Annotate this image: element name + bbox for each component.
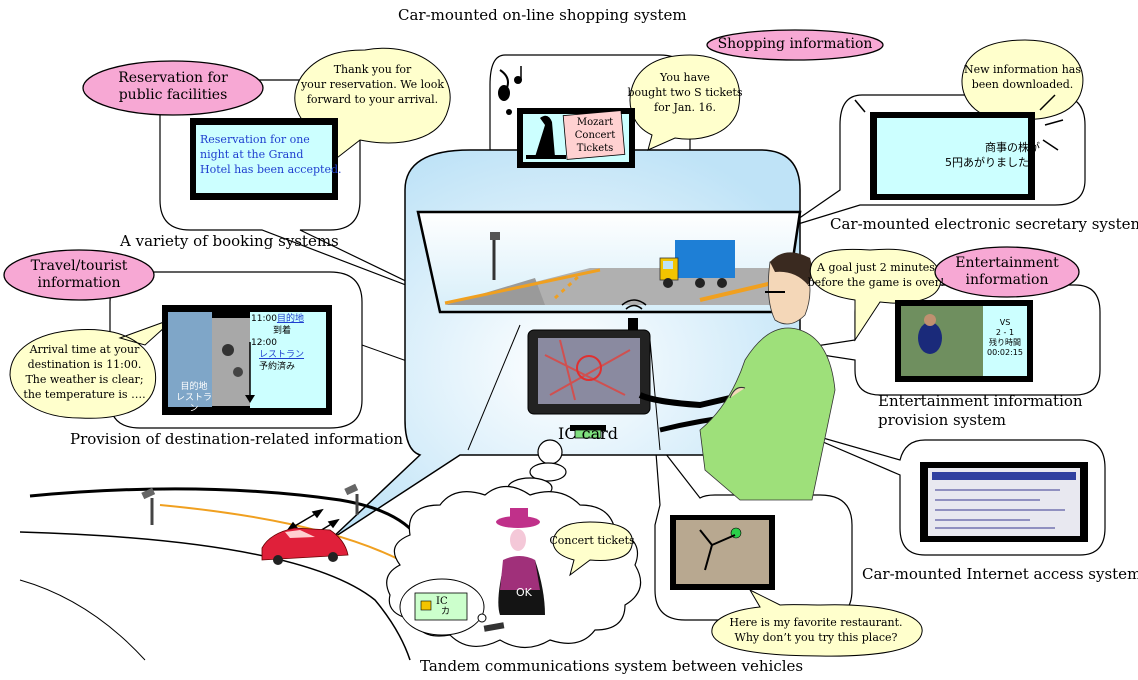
entertainment-caption-2: provision system — [878, 411, 1007, 429]
restaurant-bubble-text: Here is my favorite restaurant.Why don’t… — [729, 616, 903, 644]
entertainment-label-shape — [934, 246, 1080, 298]
ok-text: OK — [516, 586, 532, 599]
concert-bubble-text: Concert tickets — [549, 534, 635, 547]
tickets-bubble — [629, 54, 741, 151]
music-notes-icon — [498, 66, 522, 115]
ic-card-text: IC — [436, 596, 448, 607]
woman-figure — [496, 508, 545, 615]
shopping-label-shape — [706, 29, 884, 61]
nav-photo-text: 目的地レストラン — [175, 382, 212, 414]
red-car-icon — [261, 527, 349, 565]
concert-bubble — [552, 521, 633, 577]
restaurant-bubble — [711, 588, 923, 657]
ic-card-subtext: カ — [441, 607, 451, 617]
secretary-caption: Car-mounted electronic secretary system — [830, 215, 1138, 233]
booking-caption: A variety of booking systems — [120, 232, 339, 250]
nav-times-text: 11:00目的地 到着 12:00 レストラン 予約済み — [251, 314, 305, 372]
shopping-info-label: Shopping information — [717, 36, 873, 52]
ic-card-label: IC card — [558, 424, 619, 443]
arrival-bubble — [9, 317, 176, 419]
reservation-label-shape — [82, 60, 264, 116]
diagram-title: Car-mounted on-line shopping system — [398, 6, 687, 24]
driver-figure — [638, 252, 836, 501]
truck-icon — [659, 240, 735, 288]
entertainment-caption-1: Entertainment information — [878, 392, 1083, 410]
tandem-caption: Tandem communications system between veh… — [420, 657, 804, 675]
travel-label-shape — [3, 249, 155, 301]
goal-bubble — [809, 248, 942, 342]
destination-caption: Provision of destination-related informa… — [70, 430, 404, 448]
internet-caption: Car-mounted Internet access system — [862, 565, 1138, 583]
